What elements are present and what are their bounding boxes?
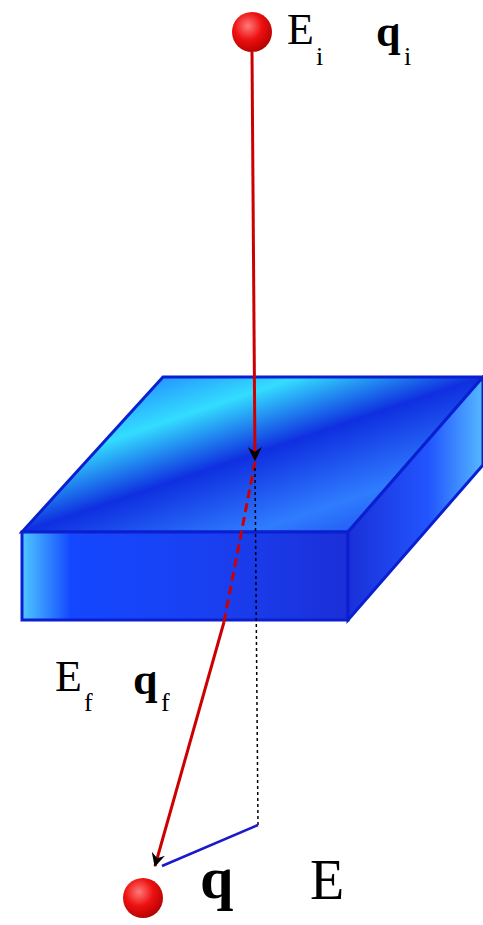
- subscript: i: [404, 44, 411, 70]
- slab-side: [348, 377, 483, 620]
- particle-ball: [232, 12, 272, 52]
- momentum-symbol: q: [133, 658, 157, 702]
- ray-in-slab: [224, 462, 255, 622]
- scattered-ray: [155, 622, 224, 866]
- particle-ball: [123, 878, 163, 918]
- momentum-symbol: q: [200, 848, 233, 908]
- energy-symbol: E: [310, 852, 344, 908]
- subscript: i: [316, 44, 323, 70]
- momentum-symbol: q: [376, 10, 400, 54]
- reference-line: [255, 468, 258, 825]
- energy-symbol: E: [55, 655, 82, 699]
- energy-symbol: E: [287, 8, 314, 52]
- slab-front: [22, 532, 348, 620]
- subscript: f: [84, 690, 93, 716]
- subscript: f: [161, 690, 170, 716]
- incident-ray: [252, 52, 255, 460]
